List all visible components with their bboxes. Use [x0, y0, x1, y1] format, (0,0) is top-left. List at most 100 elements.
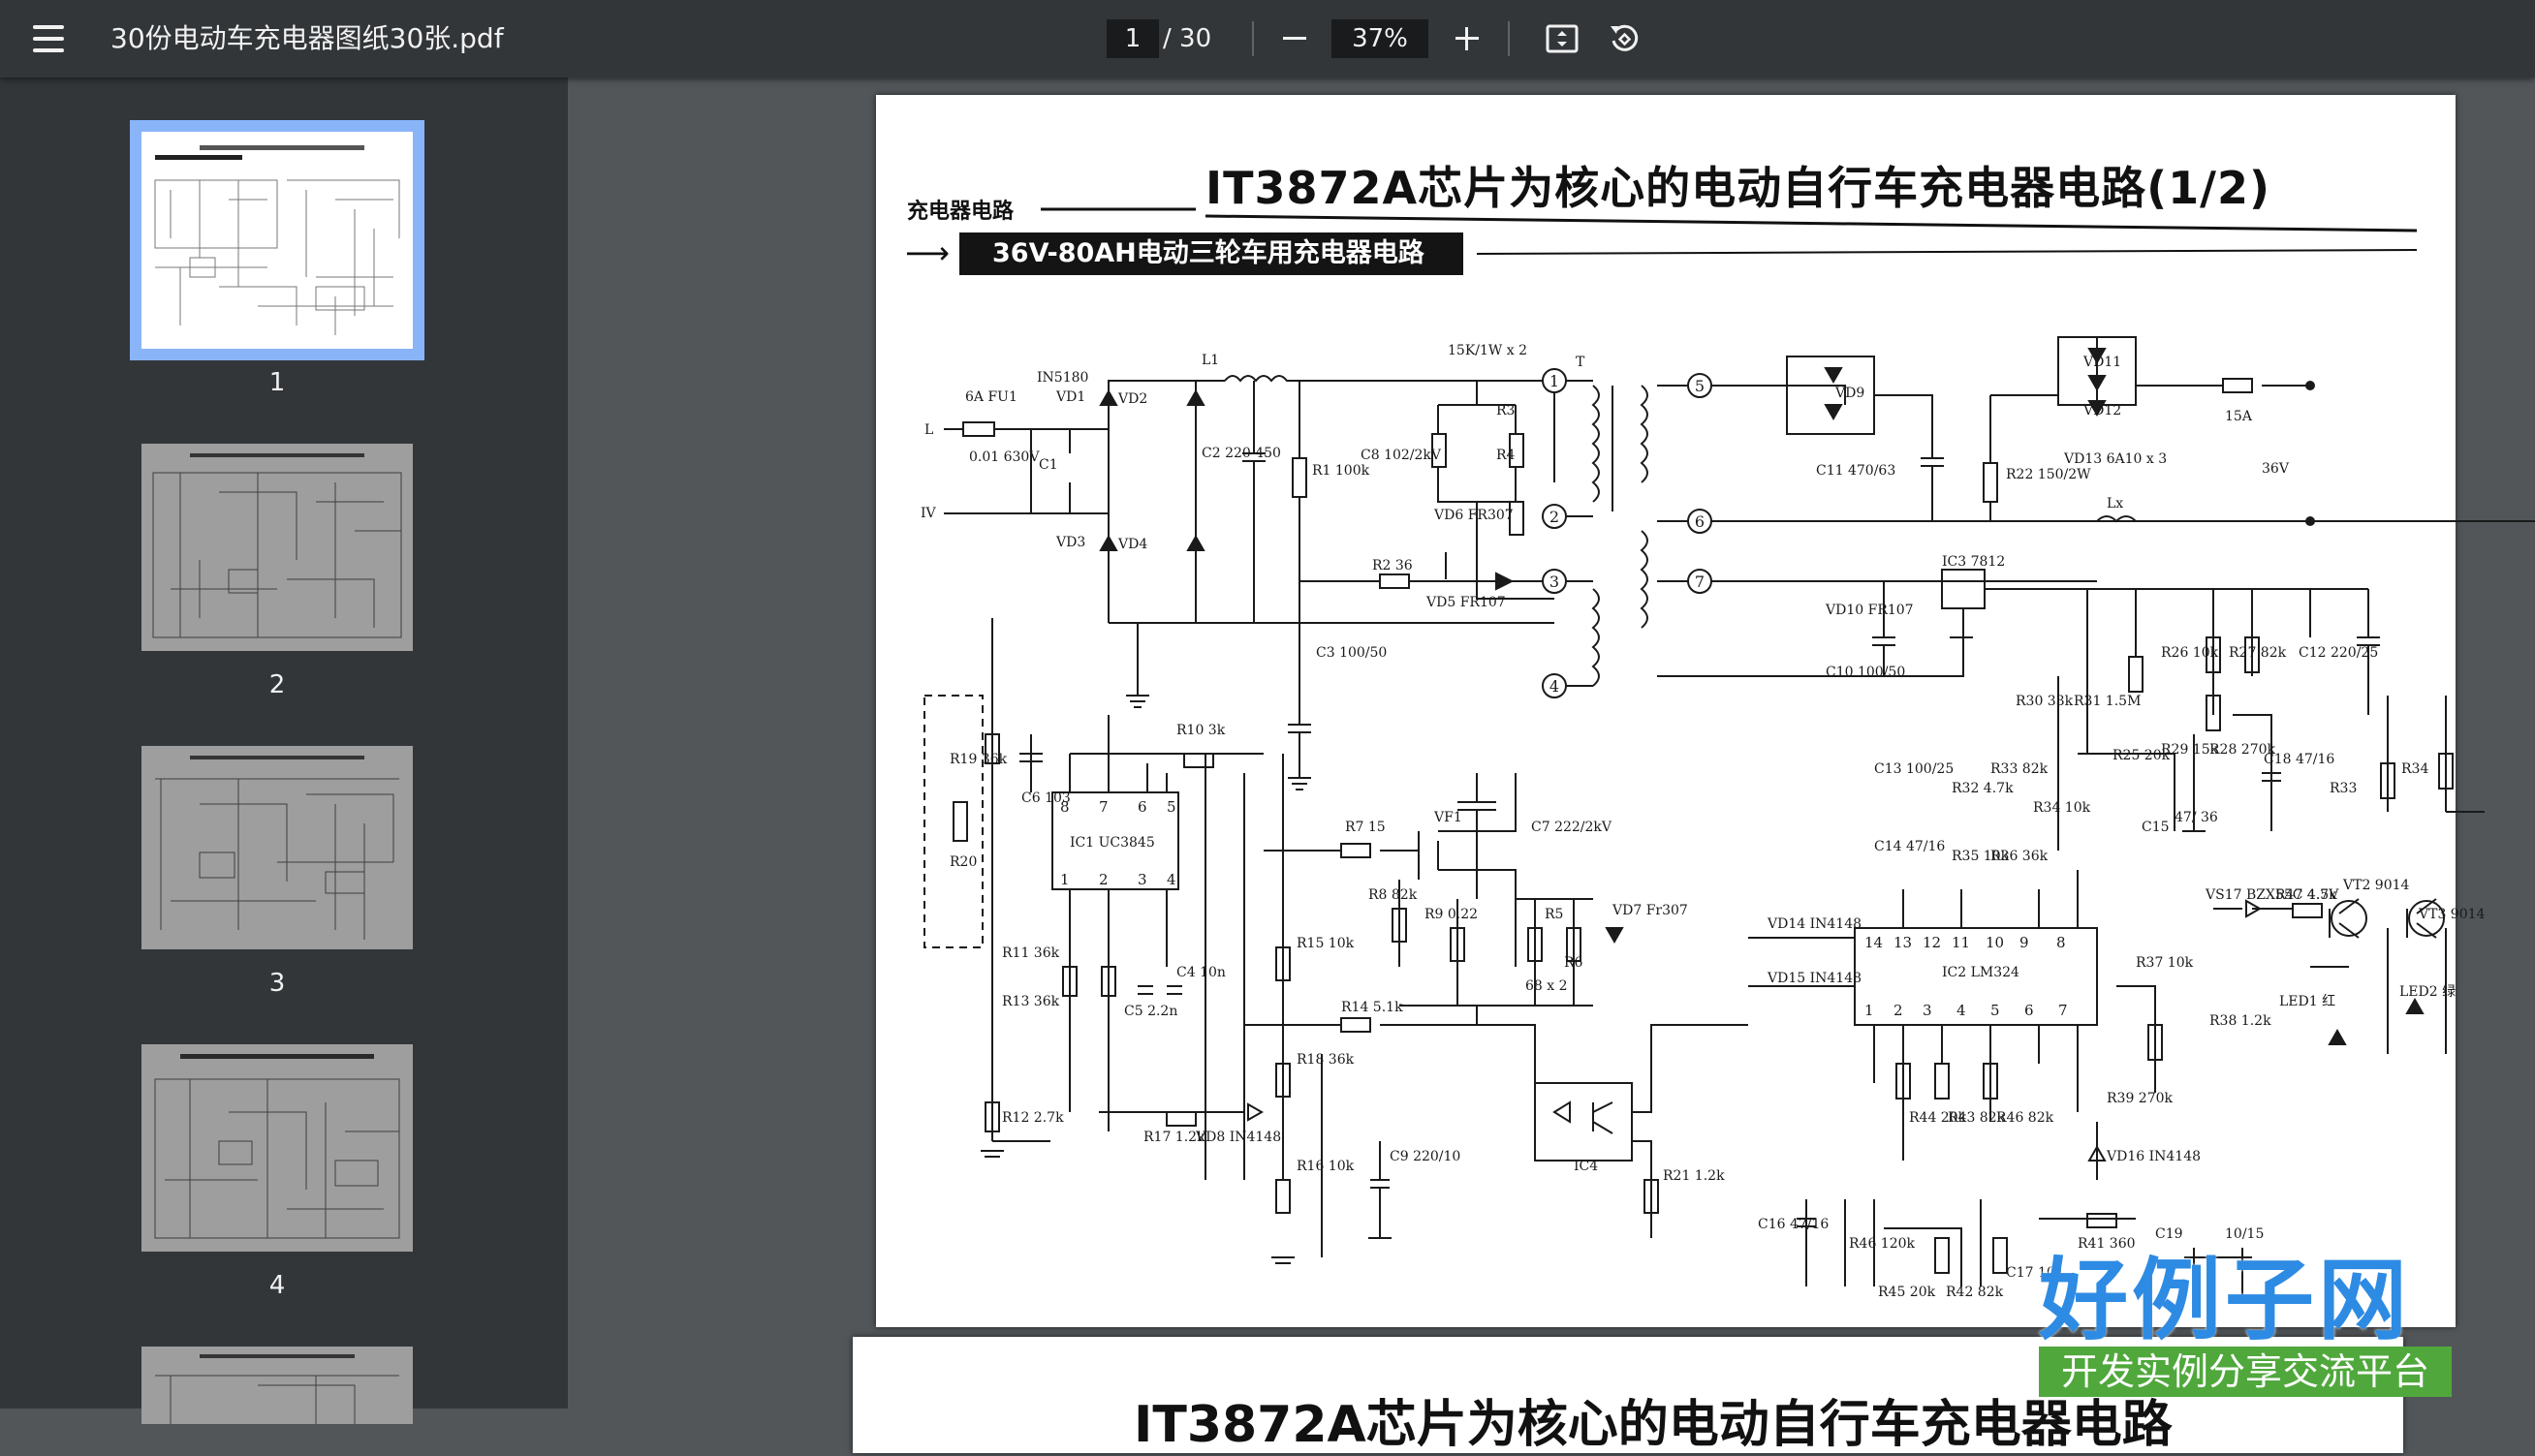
svg-text:R14 5.1k: R14 5.1k	[1341, 1000, 1403, 1015]
thumbnail-label: 1	[268, 368, 286, 397]
svg-text:R11 36k: R11 36k	[1002, 945, 1060, 961]
site-tagline: 开发实例分享交流平台	[2039, 1347, 2452, 1397]
svg-text:R13 36k: R13 36k	[1002, 994, 1060, 1009]
svg-text:R5: R5	[1545, 907, 1563, 922]
svg-text:R36 36k: R36 36k	[1990, 849, 2049, 864]
svg-text:LED2 绿: LED2 绿	[2399, 984, 2456, 1000]
svg-text:R32 4.7k: R32 4.7k	[1952, 781, 2014, 796]
node-label: 6	[1695, 512, 1705, 531]
svg-text:6A FU1: 6A FU1	[965, 389, 1017, 405]
svg-text:10: 10	[1986, 934, 2004, 951]
svg-text:R19 36k: R19 36k	[950, 752, 1008, 767]
svg-text:R29 15k: R29 15k	[2161, 742, 2219, 758]
svg-text:R37 10k: R37 10k	[2136, 955, 2194, 971]
thumbnail-preview	[141, 444, 413, 651]
svg-text:R15 10k: R15 10k	[1297, 936, 1355, 951]
svg-text:R33: R33	[2330, 781, 2357, 796]
svg-text:C18 47/16: C18 47/16	[2264, 752, 2334, 767]
node-label: 2	[1549, 508, 1559, 526]
pdf-toolbar: 30份电动车充电器图纸30张.pdf 1 / 30 37%	[0, 0, 2535, 77]
svg-text:R39 270k: R39 270k	[2107, 1091, 2174, 1106]
svg-text:R28 270k: R28 270k	[2209, 742, 2276, 758]
svg-text:10/15: 10/15	[2225, 1226, 2264, 1242]
svg-text:VD4: VD4	[1117, 537, 1147, 552]
svg-text:15A: 15A	[2225, 409, 2253, 424]
svg-text:R7 15: R7 15	[1345, 820, 1386, 835]
svg-text:IN5180: IN5180	[1037, 370, 1088, 386]
svg-text:C13 100/25: C13 100/25	[1874, 761, 1954, 777]
svg-text:R3: R3	[1496, 403, 1515, 418]
svg-text:R41 360: R41 360	[2078, 1236, 2136, 1252]
svg-text:C9 220/10: C9 220/10	[1390, 1149, 1460, 1164]
svg-text:VT3 9014: VT3 9014	[2418, 907, 2486, 922]
svg-text:IC3 7812: IC3 7812	[1942, 554, 2005, 570]
pdf-page-1: 充电器电路 IT3872A芯片为核心的电动自行车充电器电路(1/2) ⟶ 36V…	[876, 95, 2535, 1327]
svg-text:36V: 36V	[2262, 461, 2290, 477]
page-number-input[interactable]: 1	[1107, 19, 1159, 58]
svg-text:4: 4	[1167, 871, 1176, 888]
node-label: 1	[1549, 372, 1559, 390]
thumbnail-page-3[interactable]	[141, 746, 413, 949]
svg-text:2: 2	[1893, 1002, 1903, 1019]
svg-text:11: 11	[1952, 934, 1970, 951]
svg-text:8: 8	[2056, 934, 2066, 951]
svg-text:VD11: VD11	[2082, 355, 2121, 370]
svg-text:6: 6	[2024, 1002, 2034, 1019]
svg-text:C10 100/50: C10 100/50	[1826, 665, 1905, 680]
thumbnail-page-5[interactable]	[141, 1347, 413, 1424]
thumbnail-preview	[141, 1044, 413, 1252]
toolbar-divider	[1508, 21, 1510, 56]
rotate-icon	[1611, 24, 1639, 51]
svg-text:1: 1	[1864, 1002, 1874, 1019]
svg-text:R2 36: R2 36	[1372, 558, 1413, 573]
svg-text:C11 470/63: C11 470/63	[1816, 463, 1895, 479]
svg-text:C14 47/16: C14 47/16	[1874, 839, 1945, 854]
svg-text:15K/1W x 2: 15K/1W x 2	[1448, 343, 1527, 358]
svg-text:L1: L1	[1202, 353, 1219, 368]
svg-text:68 x 2: 68 x 2	[1525, 978, 1568, 994]
schematic-subtitle: 36V-80AH电动三轮车用充电器电路	[959, 232, 1463, 275]
svg-text:VD3: VD3	[1055, 535, 1085, 550]
svg-text:R20: R20	[950, 854, 977, 870]
svg-text:R6: R6	[1564, 955, 1583, 971]
svg-text:T: T	[1576, 355, 1585, 370]
svg-text:LED1 红: LED1 红	[2279, 994, 2335, 1009]
document-viewer[interactable]: 充电器电路 IT3872A芯片为核心的电动自行车充电器电路(1/2) ⟶ 36V…	[568, 77, 2535, 1454]
svg-text:1: 1	[1060, 871, 1070, 888]
node-label: 4	[1549, 677, 1559, 696]
svg-text:R22 150/2W: R22 150/2W	[2006, 467, 2091, 482]
rotate-button[interactable]	[1597, 12, 1651, 66]
svg-text:7: 7	[2058, 1002, 2068, 1019]
svg-text:VD13 6A10 x 3: VD13 6A10 x 3	[2063, 451, 2167, 467]
svg-text:R26 10k: R26 10k	[2161, 645, 2219, 661]
svg-text:VD9: VD9	[1834, 386, 1864, 401]
page-total: / 30	[1163, 24, 1212, 53]
svg-text:R21 1.2k: R21 1.2k	[1663, 1168, 1725, 1184]
fit-page-button[interactable]	[1535, 12, 1589, 66]
thumbnail-page-2[interactable]	[141, 444, 413, 651]
zoom-in-button[interactable]	[1440, 12, 1494, 66]
svg-text:3: 3	[1138, 871, 1147, 888]
svg-text:IC4: IC4	[1574, 1159, 1598, 1174]
svg-text:VD1: VD1	[1055, 389, 1085, 405]
svg-text:R4: R4	[1496, 448, 1516, 463]
svg-text:R33 82k: R33 82k	[1990, 761, 2049, 777]
svg-text:C7 222/2kV: C7 222/2kV	[1531, 820, 1612, 835]
svg-text:C2 220 450: C2 220 450	[1202, 446, 1281, 461]
thumbnail-sidebar[interactable]: 1 2 3	[0, 77, 568, 1424]
svg-text:R47 4.7k: R47 4.7k	[2275, 887, 2337, 903]
svg-text:R42 82k: R42 82k	[1946, 1285, 2004, 1300]
zoom-out-button[interactable]	[1268, 12, 1322, 66]
arrow-icon: ⟶	[905, 234, 950, 271]
thumbnail-page-4[interactable]	[141, 1044, 413, 1252]
svg-text:R44 20k: R44 20k	[1909, 1110, 1967, 1126]
svg-text:VD5 FR107: VD5 FR107	[1425, 595, 1506, 610]
svg-text:VD12: VD12	[2082, 403, 2121, 418]
thumbnail-page-1[interactable]	[130, 120, 424, 360]
menu-icon[interactable]	[17, 14, 79, 64]
svg-text:C3 100/50: C3 100/50	[1316, 645, 1387, 661]
zoom-input[interactable]: 37%	[1331, 19, 1428, 58]
thumbnail-label: 2	[268, 670, 286, 699]
svg-text:VD8 IN4148: VD8 IN4148	[1195, 1130, 1281, 1145]
plus-icon	[1455, 27, 1479, 50]
